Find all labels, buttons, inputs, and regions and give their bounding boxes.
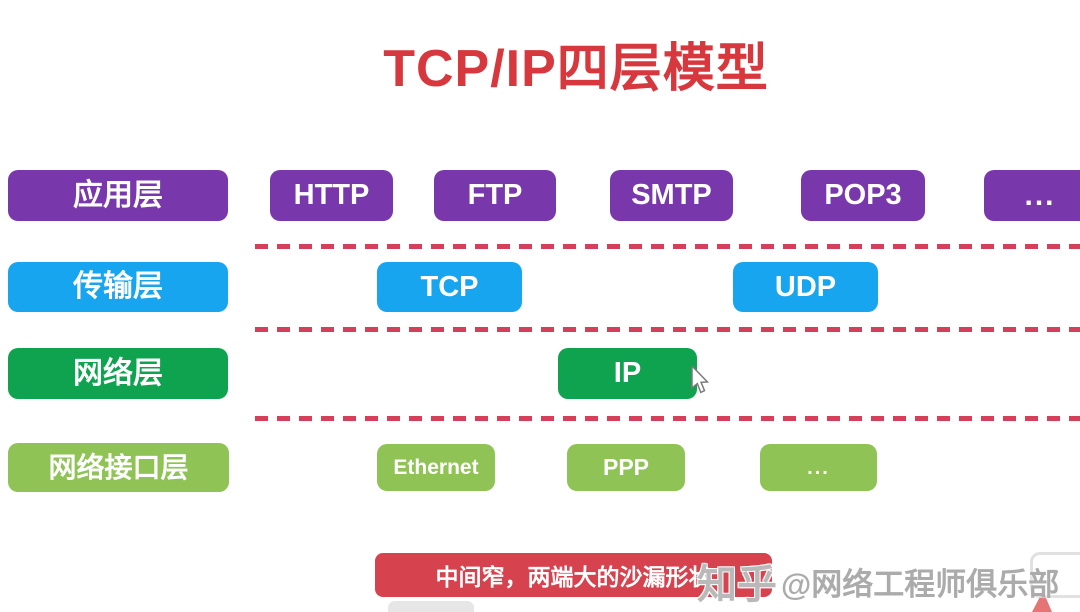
layer-label-transport: 传输层 <box>8 262 228 312</box>
protocol-box-ppp: PPP <box>567 444 685 491</box>
zhihu-logo-text: 知乎 <box>697 563 777 607</box>
caption-banner: 中间窄，两端大的沙漏形状 <box>375 553 772 597</box>
mouse-cursor-icon <box>691 366 710 394</box>
protocol-box-smtp: SMTP <box>610 170 733 221</box>
protocol-box-ftp: FTP <box>434 170 556 221</box>
watermark-badge-outline <box>1030 552 1080 598</box>
protocol-box-udp: UDP <box>733 262 878 312</box>
protocol-box-link-ellipsis: ... <box>760 444 877 491</box>
protocol-box-tcp: TCP <box>377 262 522 312</box>
protocol-box-http: HTTP <box>270 170 393 221</box>
protocol-box-ip: IP <box>558 348 697 399</box>
page-title: TCP/IP四层模型 <box>383 40 769 98</box>
protocol-box-pop3: POP3 <box>801 170 925 221</box>
layer-divider <box>255 416 1080 421</box>
layer-divider <box>255 327 1080 332</box>
layer-divider <box>255 244 1080 249</box>
watermark: 知乎 @网络工程师俱乐部 <box>697 552 1059 610</box>
cropped-shape-bottom-left <box>388 601 474 612</box>
protocol-box-application-ellipsis: ... <box>984 170 1080 221</box>
watermark-account: @网络工程师俱乐部 <box>781 566 1060 602</box>
layer-label-network-interface: 网络接口层 <box>8 443 229 492</box>
protocol-box-ethernet: Ethernet <box>377 444 495 491</box>
layer-label-network: 网络层 <box>8 348 228 399</box>
layer-label-application: 应用层 <box>8 170 228 221</box>
